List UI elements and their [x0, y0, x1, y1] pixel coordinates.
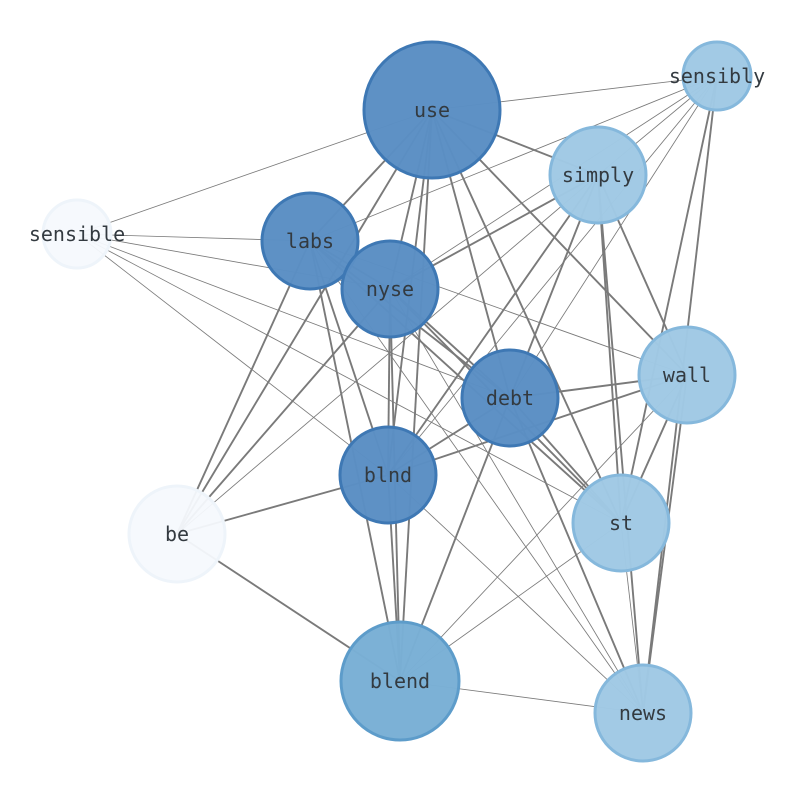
- node-label-sensibly: sensibly: [669, 64, 765, 88]
- edge-simply-be: [176, 174, 599, 535]
- node-blend: blend: [339, 620, 461, 742]
- node-label-blnd: blnd: [364, 463, 412, 487]
- node-be: be: [127, 484, 227, 584]
- edge-blnd-news: [387, 474, 644, 714]
- edge-wall-blend: [399, 374, 688, 682]
- node-label-wall: wall: [663, 363, 711, 387]
- node-label-use: use: [414, 98, 450, 122]
- node-circle-use: [362, 40, 502, 180]
- node-label-be: be: [165, 522, 189, 546]
- edge-sensibly-blnd: [387, 75, 718, 476]
- edge-simply-blnd: [387, 174, 599, 476]
- edge-simply-st: [597, 174, 622, 524]
- edge-sensible-debt: [76, 233, 511, 399]
- node-circle-blnd: [338, 425, 438, 525]
- node-label-st: st: [609, 511, 633, 535]
- node-use: use: [362, 40, 502, 180]
- node-label-labs: labs: [286, 229, 334, 253]
- node-circle-wall: [637, 325, 737, 425]
- node-circle-labs: [260, 191, 360, 291]
- node-circle-nyse: [340, 239, 440, 339]
- node-sensibly: sensibly: [669, 40, 765, 112]
- node-layer: use sensibly simply sensible labs nyse wall deb…: [29, 40, 765, 763]
- edge-labs-be: [176, 240, 311, 535]
- edge-sensible-st: [76, 233, 622, 524]
- node-st: st: [571, 473, 671, 573]
- node-label-debt: debt: [486, 386, 534, 410]
- node-wall: wall: [637, 325, 737, 425]
- node-circle-simply: [548, 125, 648, 225]
- node-circle-be: [127, 484, 227, 584]
- node-labs: labs: [260, 191, 360, 291]
- node-sensible: sensible: [29, 198, 125, 270]
- edge-sensibly-labs: [309, 75, 718, 242]
- node-label-news: news: [619, 701, 667, 725]
- node-nyse: nyse: [340, 239, 440, 339]
- node-label-nyse: nyse: [366, 277, 414, 301]
- node-circle-st: [571, 473, 671, 573]
- edge-sensible-blnd: [76, 233, 389, 476]
- edge-debt-news: [509, 397, 644, 714]
- node-circle-debt: [460, 348, 560, 448]
- edge-use-blend: [399, 109, 433, 682]
- node-label-sensible: sensible: [29, 222, 125, 246]
- node-news: news: [593, 663, 693, 763]
- edge-nyse-be: [176, 288, 391, 535]
- node-debt: debt: [460, 348, 560, 448]
- node-circle-news: [593, 663, 693, 763]
- node-circle-blend: [339, 620, 461, 742]
- node-circle-sensibly: [681, 40, 753, 112]
- node-label-simply: simply: [562, 163, 634, 187]
- edge-sensibly-st: [620, 75, 718, 524]
- node-blnd: blnd: [338, 425, 438, 525]
- edge-nyse-news: [389, 288, 644, 714]
- edge-simply-news: [597, 174, 644, 714]
- node-label-blend: blend: [370, 669, 430, 693]
- edge-sensibly-debt: [509, 75, 718, 399]
- edge-use-be: [176, 109, 433, 535]
- node-simply: simply: [548, 125, 648, 225]
- node-circle-sensible: [41, 198, 113, 270]
